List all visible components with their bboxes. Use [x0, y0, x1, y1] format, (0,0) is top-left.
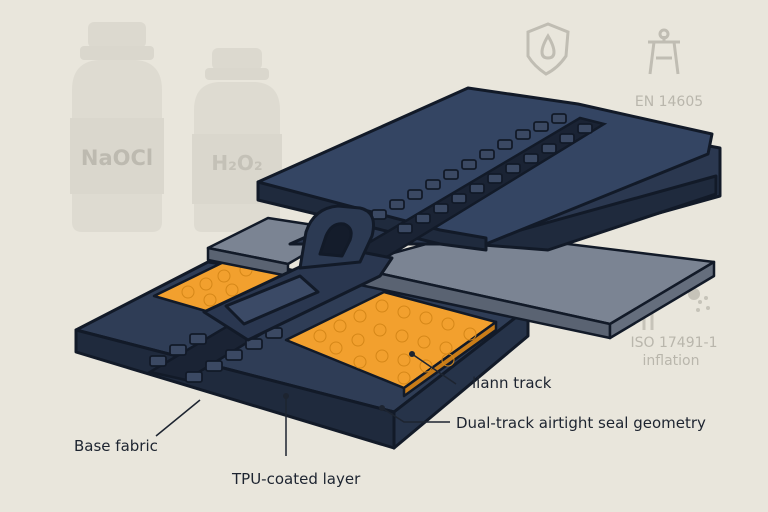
zipper-slider [202, 204, 394, 342]
zipper-teeth [149, 113, 593, 383]
callout-track: liann track [472, 374, 552, 392]
callout-base-fabric: Base fabric [74, 437, 158, 455]
standard-en-label: EN 14605 [635, 94, 703, 110]
suit-standard-icon [648, 28, 680, 75]
tpu-texture [181, 263, 477, 385]
chemical-drop-icon [526, 22, 570, 76]
background-bottles [70, 22, 282, 232]
callout-leaders [155, 351, 457, 456]
standard-iso-label: ISO 17491-1 [631, 335, 718, 351]
callout-seal-geometry: Dual-track airtight seal geometry [456, 414, 706, 432]
bottle-left-label: NaOCl [81, 146, 153, 170]
standard-iso-sublabel: inflation [643, 353, 700, 369]
bottle-right-label: H₂O₂ [211, 151, 262, 175]
callout-tpu-layer: TPU-coated layer [231, 470, 361, 488]
